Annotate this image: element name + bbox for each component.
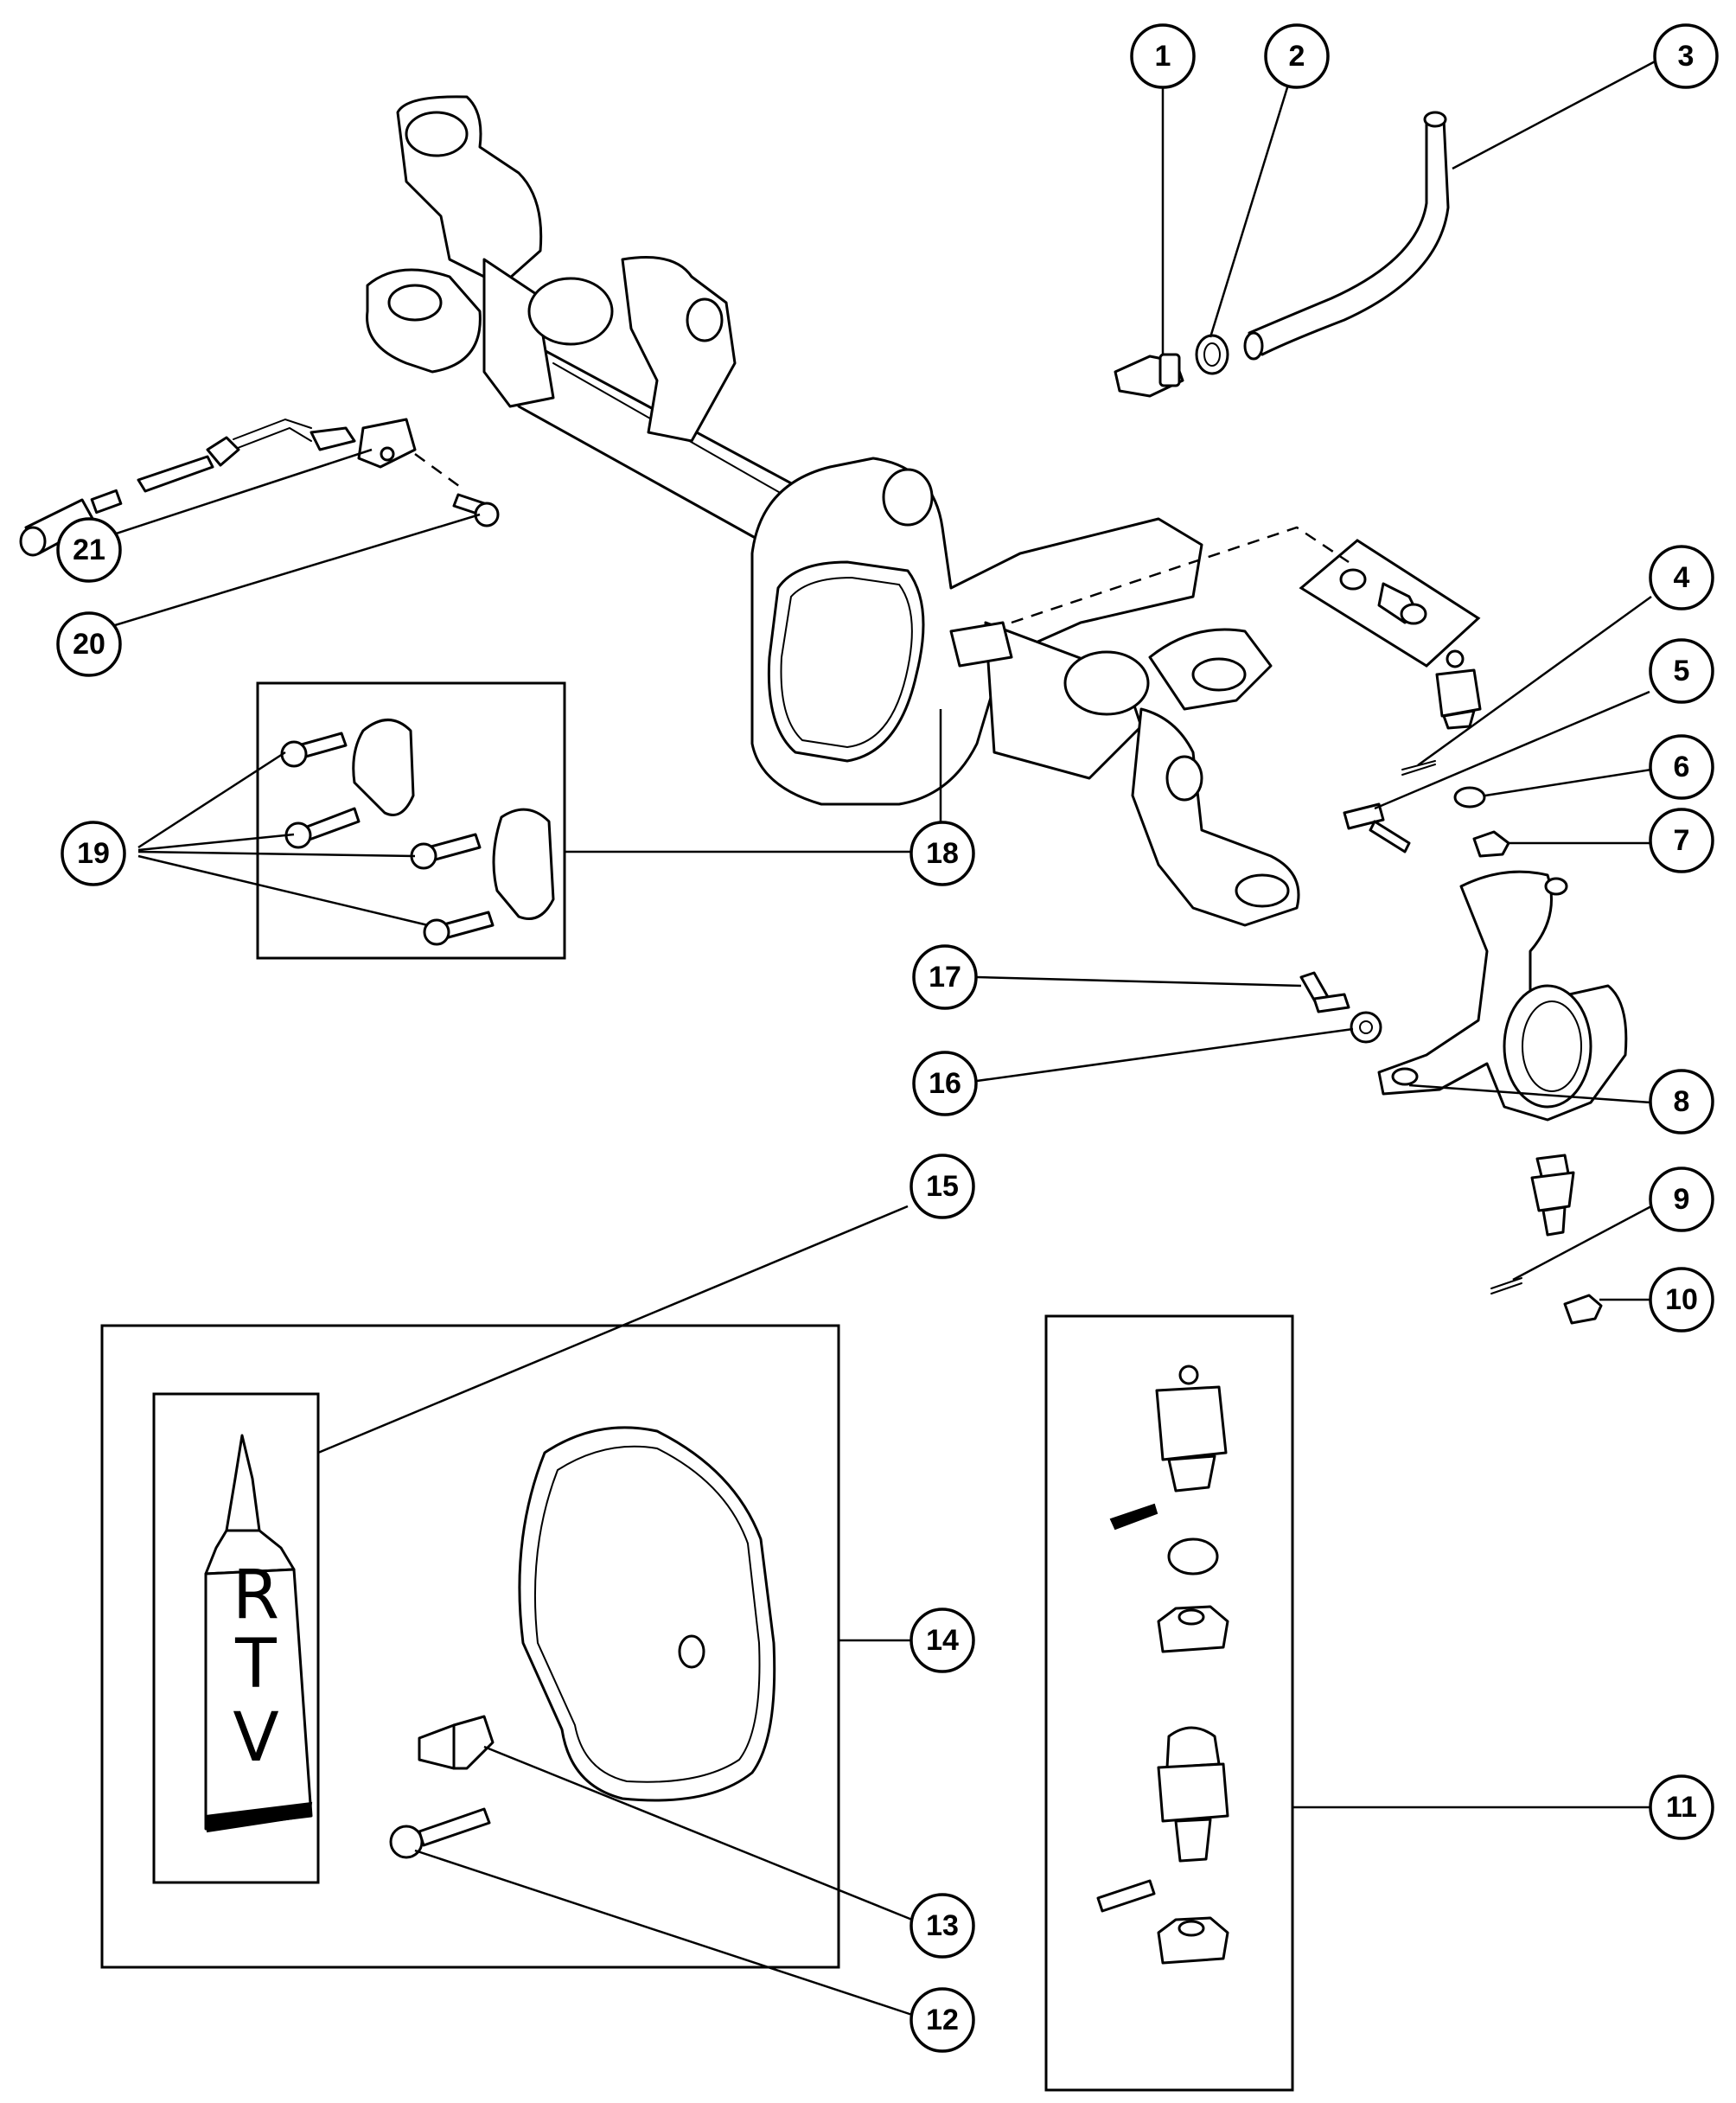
callout-9-label: 9 xyxy=(1674,1183,1690,1216)
callout-11-label: 11 xyxy=(1666,1791,1697,1824)
callout-16-label: 16 xyxy=(929,1067,961,1100)
differential-cover xyxy=(518,1426,776,1802)
callout-10: 10 xyxy=(1649,1267,1714,1333)
axle-housing xyxy=(366,95,1300,927)
rtv-letter-v: V xyxy=(233,1699,278,1777)
breather-leader-dashed xyxy=(1011,526,1350,624)
callout-11: 11 xyxy=(1649,1774,1714,1840)
ball-joint-kit-box xyxy=(1044,1314,1294,2092)
callout-8-label: 8 xyxy=(1674,1085,1690,1118)
callout-13-label: 13 xyxy=(926,1909,959,1942)
callout-20-label: 20 xyxy=(73,628,105,661)
leader-3 xyxy=(1452,57,1661,170)
stud-17 xyxy=(1299,971,1350,1013)
callout-19-label: 19 xyxy=(77,837,110,870)
rtv-letter-t: T xyxy=(234,1626,277,1703)
leader-8 xyxy=(1408,1083,1652,1104)
vent-clamp xyxy=(1195,334,1229,375)
callout-9: 9 xyxy=(1649,1167,1714,1232)
cover-kit-box xyxy=(100,1324,840,1969)
callout-8: 8 xyxy=(1649,1069,1714,1135)
nut-10 xyxy=(1563,1294,1603,1325)
callout-14: 14 xyxy=(909,1608,975,1673)
bearing-caps xyxy=(352,719,555,920)
leader-lines xyxy=(94,57,1661,2017)
callout-18: 18 xyxy=(909,821,975,886)
leader-21 xyxy=(94,448,373,542)
cover-bolt xyxy=(389,1807,491,1859)
callout-21-label: 21 xyxy=(73,534,105,566)
leader-16 xyxy=(976,1027,1354,1083)
callout-17-label: 17 xyxy=(929,961,961,994)
callout-1: 1 xyxy=(1130,23,1196,89)
upper-ball-joint xyxy=(1435,649,1482,730)
callouts: 1 2 3 4 5 6 7 8 9 10 11 12 13 14 15 16 1… xyxy=(56,23,1719,2053)
callout-4: 4 xyxy=(1649,545,1714,610)
callout-10-label: 10 xyxy=(1665,1283,1698,1316)
callout-18-label: 18 xyxy=(926,837,959,870)
callout-21: 21 xyxy=(56,517,122,583)
callout-4-label: 4 xyxy=(1674,561,1690,594)
leader-17 xyxy=(976,975,1302,988)
callout-13: 13 xyxy=(909,1893,975,1959)
callout-15-label: 15 xyxy=(926,1170,959,1203)
sensor-assembly xyxy=(19,418,417,557)
callout-15: 15 xyxy=(909,1154,975,1219)
leader-4 xyxy=(1417,595,1652,767)
callout-6-label: 6 xyxy=(1674,751,1690,783)
vent-fitting xyxy=(1114,353,1184,398)
washer-6 xyxy=(1453,786,1486,809)
leader-12 xyxy=(414,1849,913,2017)
leader-6 xyxy=(1484,768,1652,797)
callout-6: 6 xyxy=(1649,734,1714,800)
rtv-tube: R T V xyxy=(204,1434,313,1833)
rtv-letter-r: R xyxy=(233,1556,279,1634)
callout-7: 7 xyxy=(1649,808,1714,873)
callout-5: 5 xyxy=(1649,638,1714,704)
callout-12-label: 12 xyxy=(926,2004,959,2036)
breather-detail xyxy=(1299,539,1481,668)
rtv-tube-box xyxy=(152,1392,320,1884)
callout-20: 20 xyxy=(56,611,122,677)
callout-2: 2 xyxy=(1264,23,1330,89)
leader-2 xyxy=(1209,84,1290,338)
cotter-pin-9 xyxy=(1490,1277,1522,1294)
callout-12: 12 xyxy=(909,1987,975,2053)
cotter-pin-4 xyxy=(1401,760,1436,776)
leader-20 xyxy=(94,513,481,633)
adjusting-bolt-5 xyxy=(1343,802,1411,853)
callout-2-label: 2 xyxy=(1289,40,1305,73)
nut-7 xyxy=(1472,830,1510,858)
ball-joint-kit-contents xyxy=(1096,1365,1229,1965)
lower-ball-joint xyxy=(1530,1154,1575,1237)
sensor-leader-dashed xyxy=(414,452,463,490)
steering-knuckle xyxy=(1377,870,1628,1122)
callout-5-label: 5 xyxy=(1674,655,1690,687)
callout-1-label: 1 xyxy=(1155,40,1171,73)
callout-3: 3 xyxy=(1653,23,1719,89)
leader-9 xyxy=(1512,1205,1652,1282)
leader-18 xyxy=(565,709,942,853)
leader-13 xyxy=(483,1745,913,1921)
nut-16 xyxy=(1350,1011,1382,1044)
leader-15 xyxy=(317,1205,909,1454)
callout-16: 16 xyxy=(912,1051,978,1116)
fill-plug xyxy=(418,1715,495,1770)
bearing-cap-bolts xyxy=(280,732,495,946)
callout-14-label: 14 xyxy=(926,1624,959,1657)
callout-3-label: 3 xyxy=(1678,40,1695,73)
callout-19: 19 xyxy=(61,821,126,886)
leader-19 xyxy=(137,751,429,927)
callout-17: 17 xyxy=(912,944,978,1010)
callout-7-label: 7 xyxy=(1674,824,1690,857)
bearing-cap-kit-box xyxy=(256,681,566,960)
leader-5 xyxy=(1374,690,1650,810)
vent-hose xyxy=(1243,111,1450,361)
